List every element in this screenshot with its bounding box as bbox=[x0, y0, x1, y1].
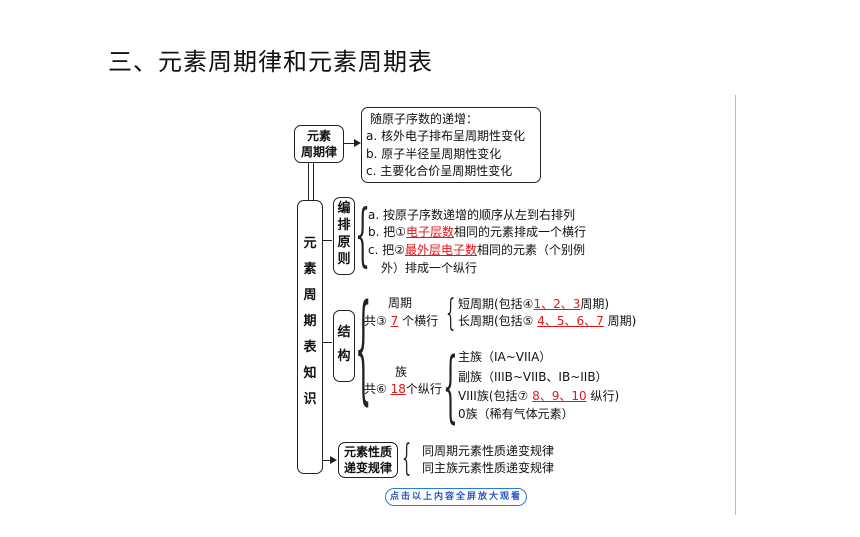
connector bbox=[322, 342, 332, 343]
brace-icon: { bbox=[355, 196, 371, 275]
law-item-c: c. 主要化合价呈周期性变化 bbox=[366, 164, 513, 178]
periodic-law-label: 元素 周期律 bbox=[300, 129, 337, 159]
arrow-icon bbox=[330, 456, 337, 464]
periodic-law-box: 元素 周期律 bbox=[294, 125, 344, 163]
property-item-group: 同主族元素性质递变规律 bbox=[422, 461, 555, 475]
principle-c: c. 把②最外层电子数相同的元素（个别例 bbox=[368, 243, 586, 257]
connector bbox=[308, 162, 309, 200]
property-label: 元素性质 递变规律 bbox=[343, 445, 392, 475]
arrow-icon bbox=[354, 139, 361, 147]
property-box: 元素性质 递变规律 bbox=[338, 442, 398, 478]
law-header: 随原子序数的递增： bbox=[370, 112, 479, 126]
divider bbox=[735, 95, 736, 515]
main-group: 主族（IA~VIIA） bbox=[458, 350, 552, 364]
principle-a: a. 按原子序数递增的顺序从左到右排列 bbox=[368, 208, 575, 222]
structure-box: 结构 bbox=[333, 310, 355, 382]
connector bbox=[322, 460, 332, 461]
zero-group: 0族（稀有气体元素） bbox=[458, 407, 574, 421]
principle-c-cont: 外）排成一个纵行 bbox=[381, 261, 478, 275]
connector bbox=[343, 143, 355, 144]
property-item-period: 同周期元素性质递变规律 bbox=[422, 444, 555, 458]
brace-icon: { bbox=[402, 438, 412, 479]
brace-icon: { bbox=[355, 278, 372, 416]
law-item-a: a. 核外电子排布呈周期性变化 bbox=[366, 129, 525, 143]
period-count: 共③ 7 个横行 bbox=[364, 314, 439, 328]
page-title: 三、元素周期律和元素周期表 bbox=[108, 48, 433, 76]
fullscreen-zoom-button[interactable]: 点击以上内容全屏放大观看 bbox=[385, 488, 527, 506]
periodic-table-knowledge-box: 元素周 期表知 识 bbox=[297, 200, 323, 474]
brace-icon: { bbox=[446, 293, 456, 334]
principle-b: b. 把①电子层数相同的元素排成一个横行 bbox=[368, 225, 587, 239]
structure-label: 结构 bbox=[337, 325, 351, 364]
connector bbox=[322, 240, 332, 241]
viii-group: VIII族(包括⑦ 8、9、10 纵行) bbox=[458, 389, 620, 403]
brace-icon: { bbox=[443, 342, 458, 432]
principle-label: 编排 原则 bbox=[337, 201, 351, 267]
law-item-b: b. 原子半径呈周期性变化 bbox=[366, 147, 502, 161]
short-period: 短周期(包括④1、2、3周期) bbox=[458, 297, 610, 311]
knowledge-label: 元素周 期表知 识 bbox=[303, 236, 317, 407]
period-head: 周期 bbox=[388, 296, 413, 310]
sub-group: 副族（IIIB~VIIB、IB~IIB） bbox=[458, 370, 608, 384]
group-head: 族 bbox=[395, 365, 408, 379]
connector bbox=[313, 162, 314, 200]
principle-box: 编排 原则 bbox=[333, 197, 355, 275]
periodic-law-details: 随原子序数的递增： a. 核外电子排布呈周期性变化 b. 原子半径呈周期性变化 … bbox=[361, 107, 541, 183]
long-period: 长周期(包括⑤ 4、5、6、7 周期) bbox=[458, 314, 637, 328]
group-count: 共⑥ 18个纵行 bbox=[364, 382, 442, 396]
